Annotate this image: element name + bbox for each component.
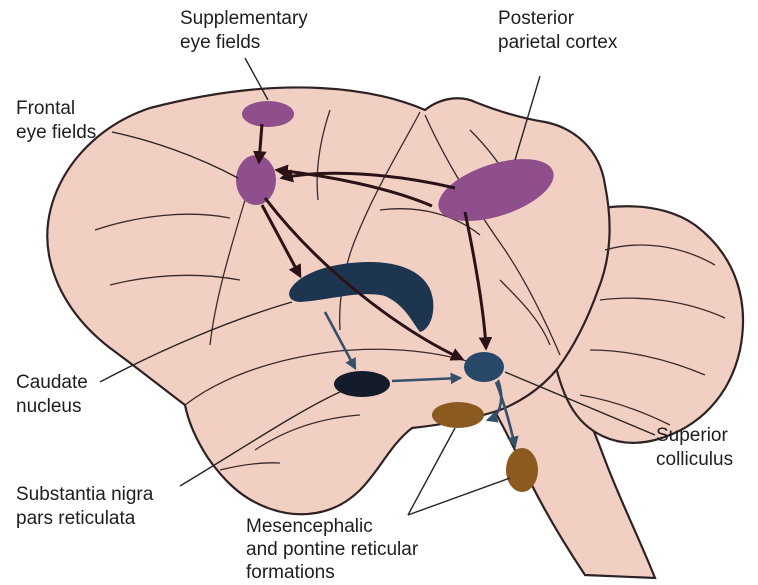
substantia-nigra-region	[334, 371, 390, 397]
supplementary-eye-fields-region	[242, 101, 294, 127]
label-frontal-eye-fields: Frontal eye fields	[16, 98, 96, 143]
label-substantia-nigra: Substantia nigra pars reticulata	[16, 484, 159, 529]
label-superior-colliculus: Superior colliculus	[656, 425, 733, 470]
label-caudate-nucleus: Caudate nucleus	[16, 372, 93, 417]
label-reticular-formations: Mesencephalic and pontine reticular form…	[246, 516, 423, 580]
superior-colliculus-region	[464, 352, 504, 382]
frontal-eye-fields-region	[236, 155, 276, 205]
reticular-formation-mesencephalic-region	[432, 402, 484, 428]
reticular-formation-pontine-region	[506, 448, 538, 492]
label-posterior-parietal-cortex: Posterior parietal cortex	[498, 8, 618, 53]
label-supplementary-eye-fields: Supplementary eye fields	[180, 8, 313, 53]
